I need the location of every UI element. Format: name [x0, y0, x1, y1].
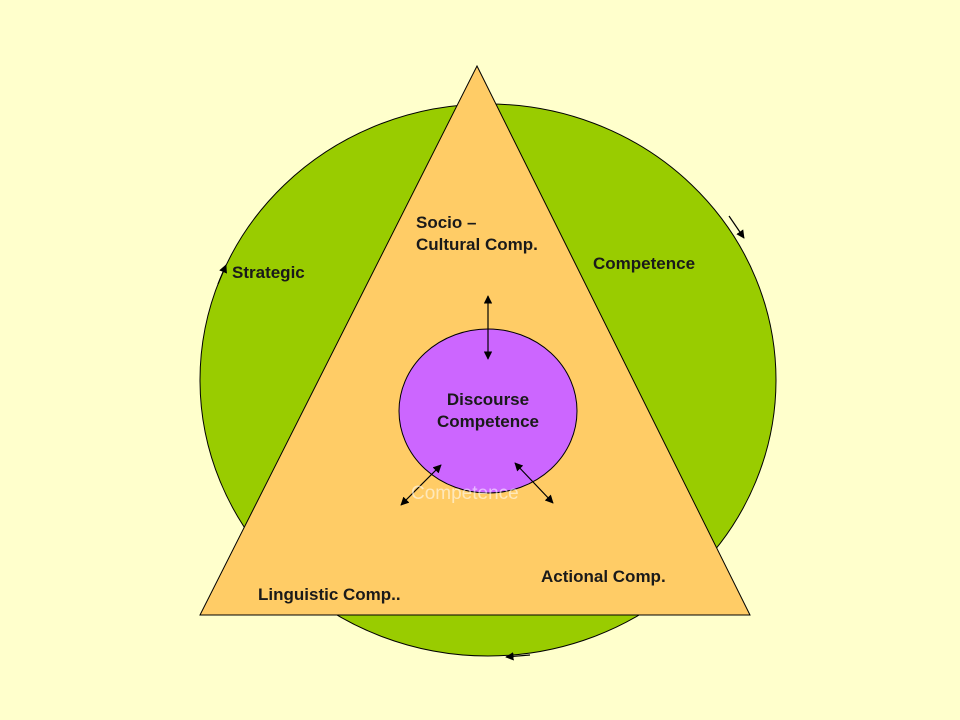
- outer-circle-arrows: [217, 215, 745, 661]
- discourse-line1: Discourse: [446, 390, 530, 409]
- connector-arrows: [400, 295, 554, 506]
- socio-cultural-label: Socio – Cultural Comp.: [416, 212, 538, 256]
- arrow-mark-top-right: [728, 215, 745, 239]
- arrow-mark-bottom: [505, 652, 531, 661]
- socio-cultural-line1: Socio –: [416, 213, 477, 232]
- actional-competence-label: Actional Comp.: [541, 567, 666, 586]
- competence-label: Competence: [593, 254, 696, 273]
- faint-competence-label: Competence: [411, 483, 519, 504]
- linguistic-competence-label: Linguistic Comp..: [258, 585, 401, 604]
- discourse-line2: Competence: [436, 412, 540, 432]
- socio-cultural-line2: Cultural Comp.: [416, 235, 538, 255]
- arrow-to-actional: [514, 462, 554, 504]
- arrow-mark-left: [217, 264, 227, 285]
- arrow-to-linguistic: [400, 464, 442, 506]
- discourse-competence-label: Discourse Competence: [408, 389, 568, 433]
- strategic-label: Strategic: [232, 263, 305, 282]
